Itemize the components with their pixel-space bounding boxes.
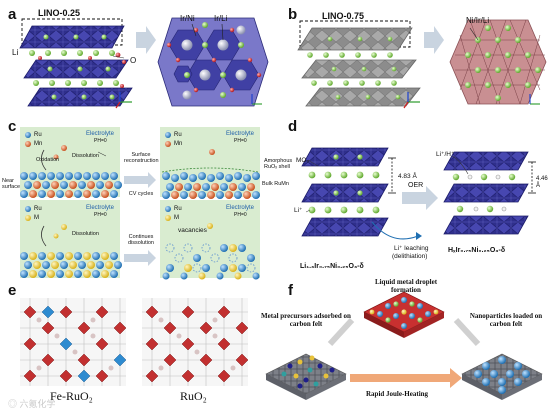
oxidation-label: Oxidation <box>36 157 60 163</box>
panel-letter-f: f <box>288 282 293 299</box>
ph-label-3: PH=0 <box>94 212 107 218</box>
legend-ru-bottom-right: Ru <box>174 206 182 212</box>
spacing-label-2: 4.46 Å <box>536 176 548 189</box>
label-ir-li: Ir/Li <box>214 14 228 23</box>
label-li: Li <box>12 48 19 57</box>
panel-a-structure <box>19 17 269 109</box>
panel-letter-d: d <box>288 118 298 135</box>
panel-c-diagram <box>20 127 260 280</box>
vacancies-label: vacancies <box>178 227 207 234</box>
panel-b-title: LINO-0.75 <box>322 11 365 21</box>
cv-cycles-label: CV cycles <box>128 191 154 197</box>
dissolution-label-2: Dissolution <box>72 231 99 237</box>
panel-f-diagram <box>265 291 543 400</box>
panel-a-top-view <box>157 17 269 107</box>
legend-mn-top-right: Mn <box>174 141 183 147</box>
legend-ru-bottom: Ru <box>34 206 42 212</box>
text-droplet-formation: Liquid metal droplet formation <box>374 278 438 294</box>
legend-mn-top: Mn <box>34 141 43 147</box>
li-plus-label: Li⁺ <box>294 207 303 214</box>
formula-left: Li₁.₃Ir₀.₇₅Ni₀.₂₅O₃-δ <box>300 263 364 270</box>
electrolyte-label-4: Electrolyte <box>226 205 255 211</box>
oer-label: OER <box>408 182 424 189</box>
panel-letter-a: a <box>8 6 17 23</box>
delithiation-label: (delithiation) <box>392 253 428 260</box>
text-precursors: Metal precursors adsorbed on carbon felt <box>261 312 351 328</box>
label-ni-ir-li: Ni/Ir/Li <box>466 16 490 25</box>
text-nanoparticles: Nanoparticles loaded on carbon felt <box>469 312 543 328</box>
panel-a-title: LINO-0.25 <box>38 8 81 18</box>
caption-ruo2: RuO₂ <box>180 389 207 403</box>
electrolyte-label-2: Electrolyte <box>226 131 255 137</box>
electrolyte-label-1: Electrolyte <box>86 131 115 137</box>
panel-b-structure <box>297 19 547 109</box>
panel-letter-c: c <box>8 118 17 135</box>
panel-b-top-view <box>449 19 547 105</box>
legend-ru-top-right: Ru <box>174 132 182 138</box>
text-joule-heating: Rapid Joule-Heating <box>366 390 429 398</box>
spacing-label-1: 4.83 Å <box>398 173 417 180</box>
amorphous-shell-label: Amorphous RuOₓ shell <box>264 158 293 170</box>
panel-e-structures <box>20 298 249 386</box>
formula-right: HₓIr₀.₇₅Ni₀.₂₅O₃-δ <box>448 247 506 254</box>
dissolution-label-1: Dissolution <box>72 153 99 159</box>
watermark: ◎ 六氪化学 <box>8 399 56 409</box>
panel-letter-e: e <box>8 282 17 299</box>
label-o: O <box>130 56 137 65</box>
continues-dissolution-label: Continues dissolution <box>128 234 154 246</box>
mo6-label: MO₆ <box>296 157 310 164</box>
legend-m-bottom: M <box>34 215 39 221</box>
surface-reconstruction-label: Surface reconstruction <box>124 152 159 164</box>
panel-letter-b: b <box>288 6 298 23</box>
near-surface-label: Near surface <box>2 178 21 190</box>
ph-label-4: PH=0 <box>234 212 247 218</box>
panel-d-diagram <box>301 147 536 240</box>
li-h-label: Li⁺/H⁺ <box>436 151 455 158</box>
electrolyte-label-3: Electrolyte <box>86 205 115 211</box>
legend-ru-top: Ru <box>34 132 42 138</box>
legend-m-bottom-right: M <box>174 215 179 221</box>
caption-fe-ruo2: Fe-RuO₂ <box>50 389 93 403</box>
ph-label-2: PH=0 <box>234 138 247 144</box>
label-ir-ni: Ir/Ni <box>180 14 195 23</box>
bulk-rumn-label: Bulk RuMn <box>262 181 289 187</box>
leaching-label: Li⁺ leaching <box>394 245 429 252</box>
ph-label-1: PH=0 <box>94 138 107 144</box>
